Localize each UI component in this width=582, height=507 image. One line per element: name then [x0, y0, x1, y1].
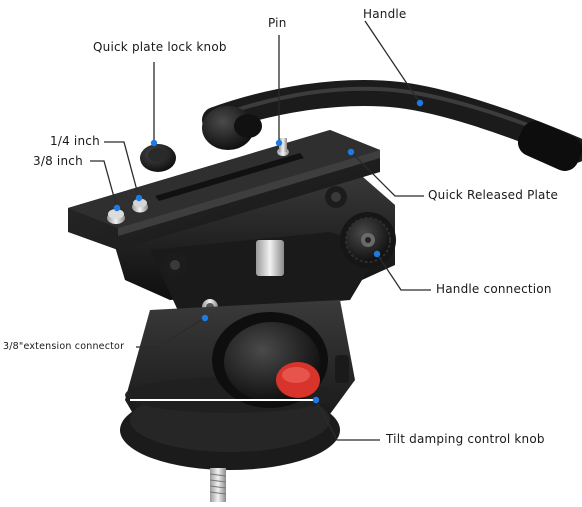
label-handle-connection: Handle connection: [436, 282, 552, 296]
leader-quick-released-plate: [350, 151, 424, 197]
handle-connection-rosette: [340, 212, 396, 268]
dot-handle-connection: [373, 250, 381, 258]
label-quarter-inch: 1/4 inch: [50, 134, 100, 148]
leader-lines: [90, 20, 431, 441]
leader-handle: [364, 20, 421, 104]
rear-knob: [202, 106, 262, 150]
dot-handle: [416, 99, 424, 107]
label-tilt-damping-knob: Tilt damping control knob: [386, 432, 545, 446]
label-extension-connector: 3/8"extension connector: [3, 341, 125, 352]
mounting-screw: [209, 468, 227, 502]
safety-lock-block: [256, 240, 284, 276]
label-handle: Handle: [363, 7, 407, 21]
leader-handle-connection: [376, 253, 431, 291]
dot-pin: [275, 139, 283, 147]
side-bolt-left-core: [170, 260, 180, 270]
leader-extension-connector: [136, 317, 206, 348]
dot-lock-knob: [150, 139, 158, 147]
label-quick-plate-lock-knob: Quick plate lock knob: [93, 40, 227, 54]
tilt-damping-knob: [212, 312, 349, 408]
leader-three-eighths-inch: [90, 160, 118, 209]
side-bolt-right-core: [331, 192, 341, 202]
label-quick-released-plate: Quick Released Plate: [428, 188, 559, 202]
leader-quarter-inch: [104, 141, 140, 199]
dot-quick-released-plate: [347, 148, 355, 156]
plate-screws: [107, 138, 289, 224]
leader-tilt-damping-knob: [315, 399, 380, 441]
marker-dots: [113, 99, 424, 404]
dot-tilt-damping-knob: [312, 396, 320, 404]
quick-plate-lock-knob: [140, 144, 176, 172]
label-three-eighths-inch: 3/8 inch: [33, 154, 83, 168]
dot-extension-connector: [201, 314, 209, 322]
dot-quarter-inch: [135, 194, 143, 202]
dot-three-eighths-inch: [113, 204, 121, 212]
handle-arm: [202, 80, 582, 171]
label-pin: Pin: [268, 16, 287, 30]
